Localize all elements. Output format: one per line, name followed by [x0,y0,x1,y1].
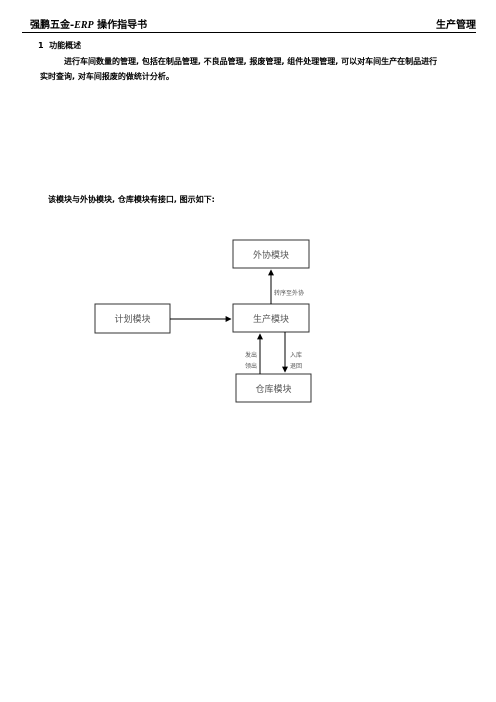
plan-module-box: 计划模块 [94,303,171,334]
header-title-suffix: 操作指导书 [93,20,148,31]
header-rule [22,32,476,33]
production-module-label: 生产模块 [253,313,289,325]
to-outsource-label: 转序至外协 [274,289,304,297]
overview-paragraph: 进行车间数量的管理, 包括在制品管理, 不良品管理, 报废管理, 组件处理管理,… [40,54,470,84]
header-title-prefix: 强鹏五金- [30,20,75,31]
header-section-name: 生产管理 [436,20,476,31]
warehouse-module-box: 仓库模块 [235,373,312,403]
section-heading: 1 功能概述 [38,40,81,51]
return-label-line-2: 退回 [290,362,302,370]
issue-label-line-1: 发出 [245,351,257,359]
paragraph-line-2: 实时查询, 对车间报废的做统计分析。 [40,72,174,81]
issue-label-line-2: 领出 [245,362,257,370]
diagram-intro-text: 该模块与外协模块, 仓库模块有接口, 图示如下: [48,195,215,204]
plan-module-label: 计划模块 [114,313,150,325]
outsource-module-label: 外协模块 [253,249,289,261]
header-title-erp: ERP [74,20,94,31]
section-title: 功能概述 [49,41,82,50]
production-module-box: 生产模块 [232,303,310,333]
section-number: 1 [38,41,44,50]
warehouse-module-label: 仓库模块 [255,383,291,395]
outsource-module-box: 外协模块 [232,239,310,269]
header-doc-title: 强鹏五金-ERP 操作指导书 [30,16,147,31]
return-label-line-1: 入库 [290,351,302,359]
paragraph-line-1: 进行车间数量的管理, 包括在制品管理, 不良品管理, 报废管理, 组件处理管理,… [64,57,438,66]
